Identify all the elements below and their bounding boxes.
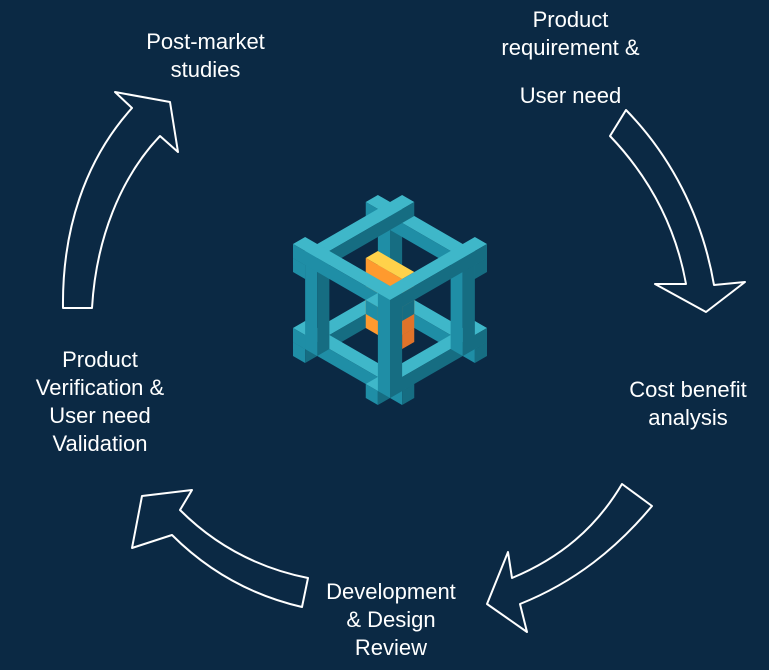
cycle-arrow-requirement-to-cost <box>609 109 746 313</box>
stage-label-post-market: Post-market studies <box>146 29 265 82</box>
cycle-arrow-cost-to-development <box>486 483 653 633</box>
cycle-arrow-verification-to-postmarket <box>61 91 179 309</box>
stage-label-development: Development & Design Review <box>326 579 456 660</box>
stage-label-product-requirement: Product requirement & <box>501 7 640 60</box>
stage-label-cost-benefit: Cost benefit analysis <box>629 377 747 430</box>
stage-label-verification: Product Verification & User need Validat… <box>35 347 165 456</box>
cycle-arrow-development-to-verification <box>131 489 309 608</box>
lattice-cube-icon <box>293 195 487 405</box>
stage-label-user-need: User need <box>519 83 622 108</box>
